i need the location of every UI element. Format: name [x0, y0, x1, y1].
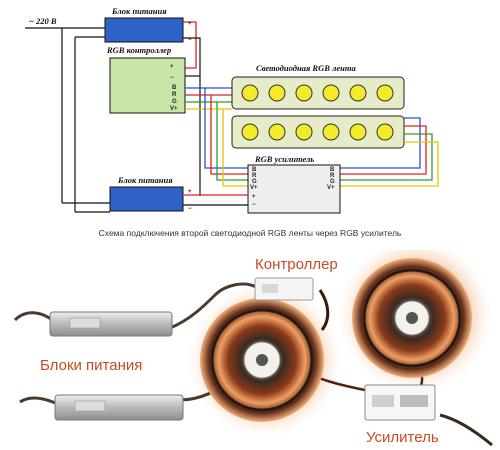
- schematic-caption: Схема подключения второй светодиодной RG…: [99, 228, 402, 238]
- controller-pin-g: G: [172, 99, 177, 105]
- svg-text:B: B: [330, 167, 335, 173]
- svg-text:V+: V+: [327, 185, 335, 191]
- controller-pin-vplus: V+: [170, 106, 178, 112]
- svg-text:G: G: [252, 179, 257, 185]
- strip-label: Светодиодная RGB лента: [256, 63, 357, 73]
- svg-text:+: +: [252, 194, 256, 200]
- led-strip-1-leds: [241, 84, 394, 102]
- svg-text:R: R: [330, 173, 335, 179]
- psu-top-minus: −: [188, 37, 192, 43]
- mains-label: ~ 220 В: [29, 16, 57, 26]
- psu-photo-bottom: [54, 394, 184, 421]
- led-strip-2-leds: [241, 123, 394, 141]
- svg-text:B: B: [252, 167, 257, 173]
- svg-text:−: −: [252, 202, 256, 208]
- psu-top-plus: +: [188, 21, 192, 27]
- amplifier-label: RGB усилитель: [254, 154, 314, 164]
- controller-label: RGB контроллер: [106, 45, 171, 55]
- wiring-schematic: ~ 220 В Блок питания + − RGB контроллер …: [25, 6, 439, 238]
- psu-top-label: Блок питания: [111, 6, 167, 16]
- controller-block: [109, 57, 186, 114]
- led-reel-right: [352, 258, 472, 378]
- controller-pin-r: R: [172, 92, 177, 98]
- amplifier-photo: [364, 384, 436, 421]
- led-reel-left: [200, 298, 324, 422]
- psu-top-block: [104, 17, 184, 43]
- svg-text:+: +: [170, 64, 174, 70]
- svg-text:V+: V+: [250, 185, 258, 191]
- svg-text:−: −: [170, 75, 174, 81]
- psu-bottom-label: Блок питания: [117, 175, 173, 185]
- psu-photo-top: [49, 311, 173, 337]
- psu-bottom-plus: +: [188, 189, 192, 195]
- amplifier-block: [247, 164, 341, 214]
- photo-amplifier-label: Усилитель: [366, 429, 439, 446]
- photo-controller-label: Контроллер: [255, 256, 338, 273]
- psu-bottom-block: [109, 186, 184, 212]
- svg-text:G: G: [330, 179, 335, 185]
- controller-photo: [254, 277, 314, 301]
- photo-psu-label: Блоки питания: [40, 357, 142, 374]
- psu-bottom-minus: −: [188, 206, 192, 212]
- svg-text:R: R: [252, 173, 257, 179]
- installation-photo: Контроллер Блоки питания Усилитель: [13, 250, 495, 447]
- controller-pin-b: B: [172, 85, 177, 91]
